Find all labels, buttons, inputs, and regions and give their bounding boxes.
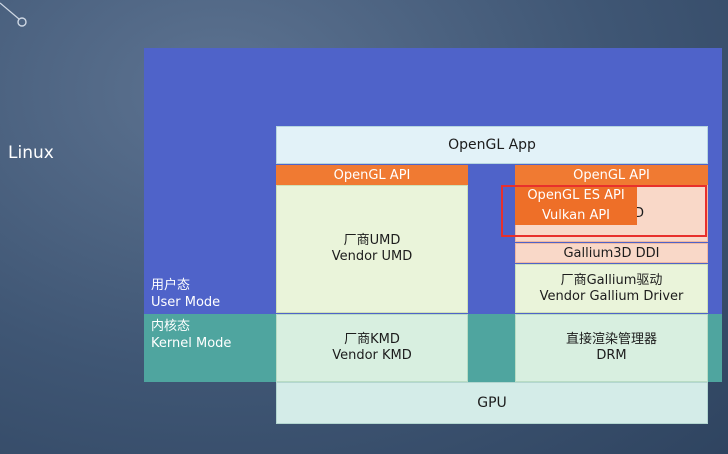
opengl-app-box: OpenGL App <box>276 126 708 164</box>
right-opengl-api-bar: OpenGL API <box>515 165 708 185</box>
drm-cn: 直接渲染管理器 <box>565 332 657 347</box>
highlight-rectangle <box>501 185 707 237</box>
kernel-mode-label-cn: 内核态 <box>151 319 191 334</box>
platform-title: Linux <box>8 143 54 163</box>
vendor-gallium-driver-box: 厂商Gallium驱动 Vendor Gallium Driver <box>515 264 708 313</box>
opengl-es-api-bar: OpenGL ES API <box>515 185 637 205</box>
gpu-box: GPU <box>276 382 708 424</box>
user-mode-label-en: User Mode <box>151 295 221 310</box>
user-mode-label: 用户态 User Mode <box>151 277 220 311</box>
drm-box: 直接渲染管理器 DRM <box>515 314 708 382</box>
vendor-gallium-driver-en: Vendor Gallium Driver <box>539 288 684 304</box>
user-mode-label-cn: 用户态 <box>151 278 191 293</box>
vendor-kmd-en: Vendor KMD <box>332 348 412 363</box>
vendor-gallium-driver-cn: 厂商Gallium驱动 <box>560 272 663 288</box>
kernel-mode-label-en: Kernel Mode <box>151 336 232 351</box>
drm-en: DRM <box>596 348 627 363</box>
decorative-line-icon <box>0 2 27 27</box>
vendor-umd-cn: 厂商UMD <box>343 233 401 248</box>
left-opengl-api-bar: OpenGL API <box>276 165 468 185</box>
vendor-umd-en: Vendor UMD <box>331 249 413 264</box>
vendor-umd-box: 厂商UMD Vendor UMD <box>276 185 468 313</box>
vendor-kmd-cn: 厂商KMD <box>344 332 400 347</box>
vulkan-api-bar: Vulkan API <box>515 205 637 225</box>
state-tracker-suffix: D <box>634 206 645 221</box>
gallium3d-ddi-box: Gallium3D DDI <box>515 243 708 263</box>
kernel-mode-label: 内核态 Kernel Mode <box>151 318 231 352</box>
vendor-kmd-box: 厂商KMD Vendor KMD <box>276 314 468 382</box>
